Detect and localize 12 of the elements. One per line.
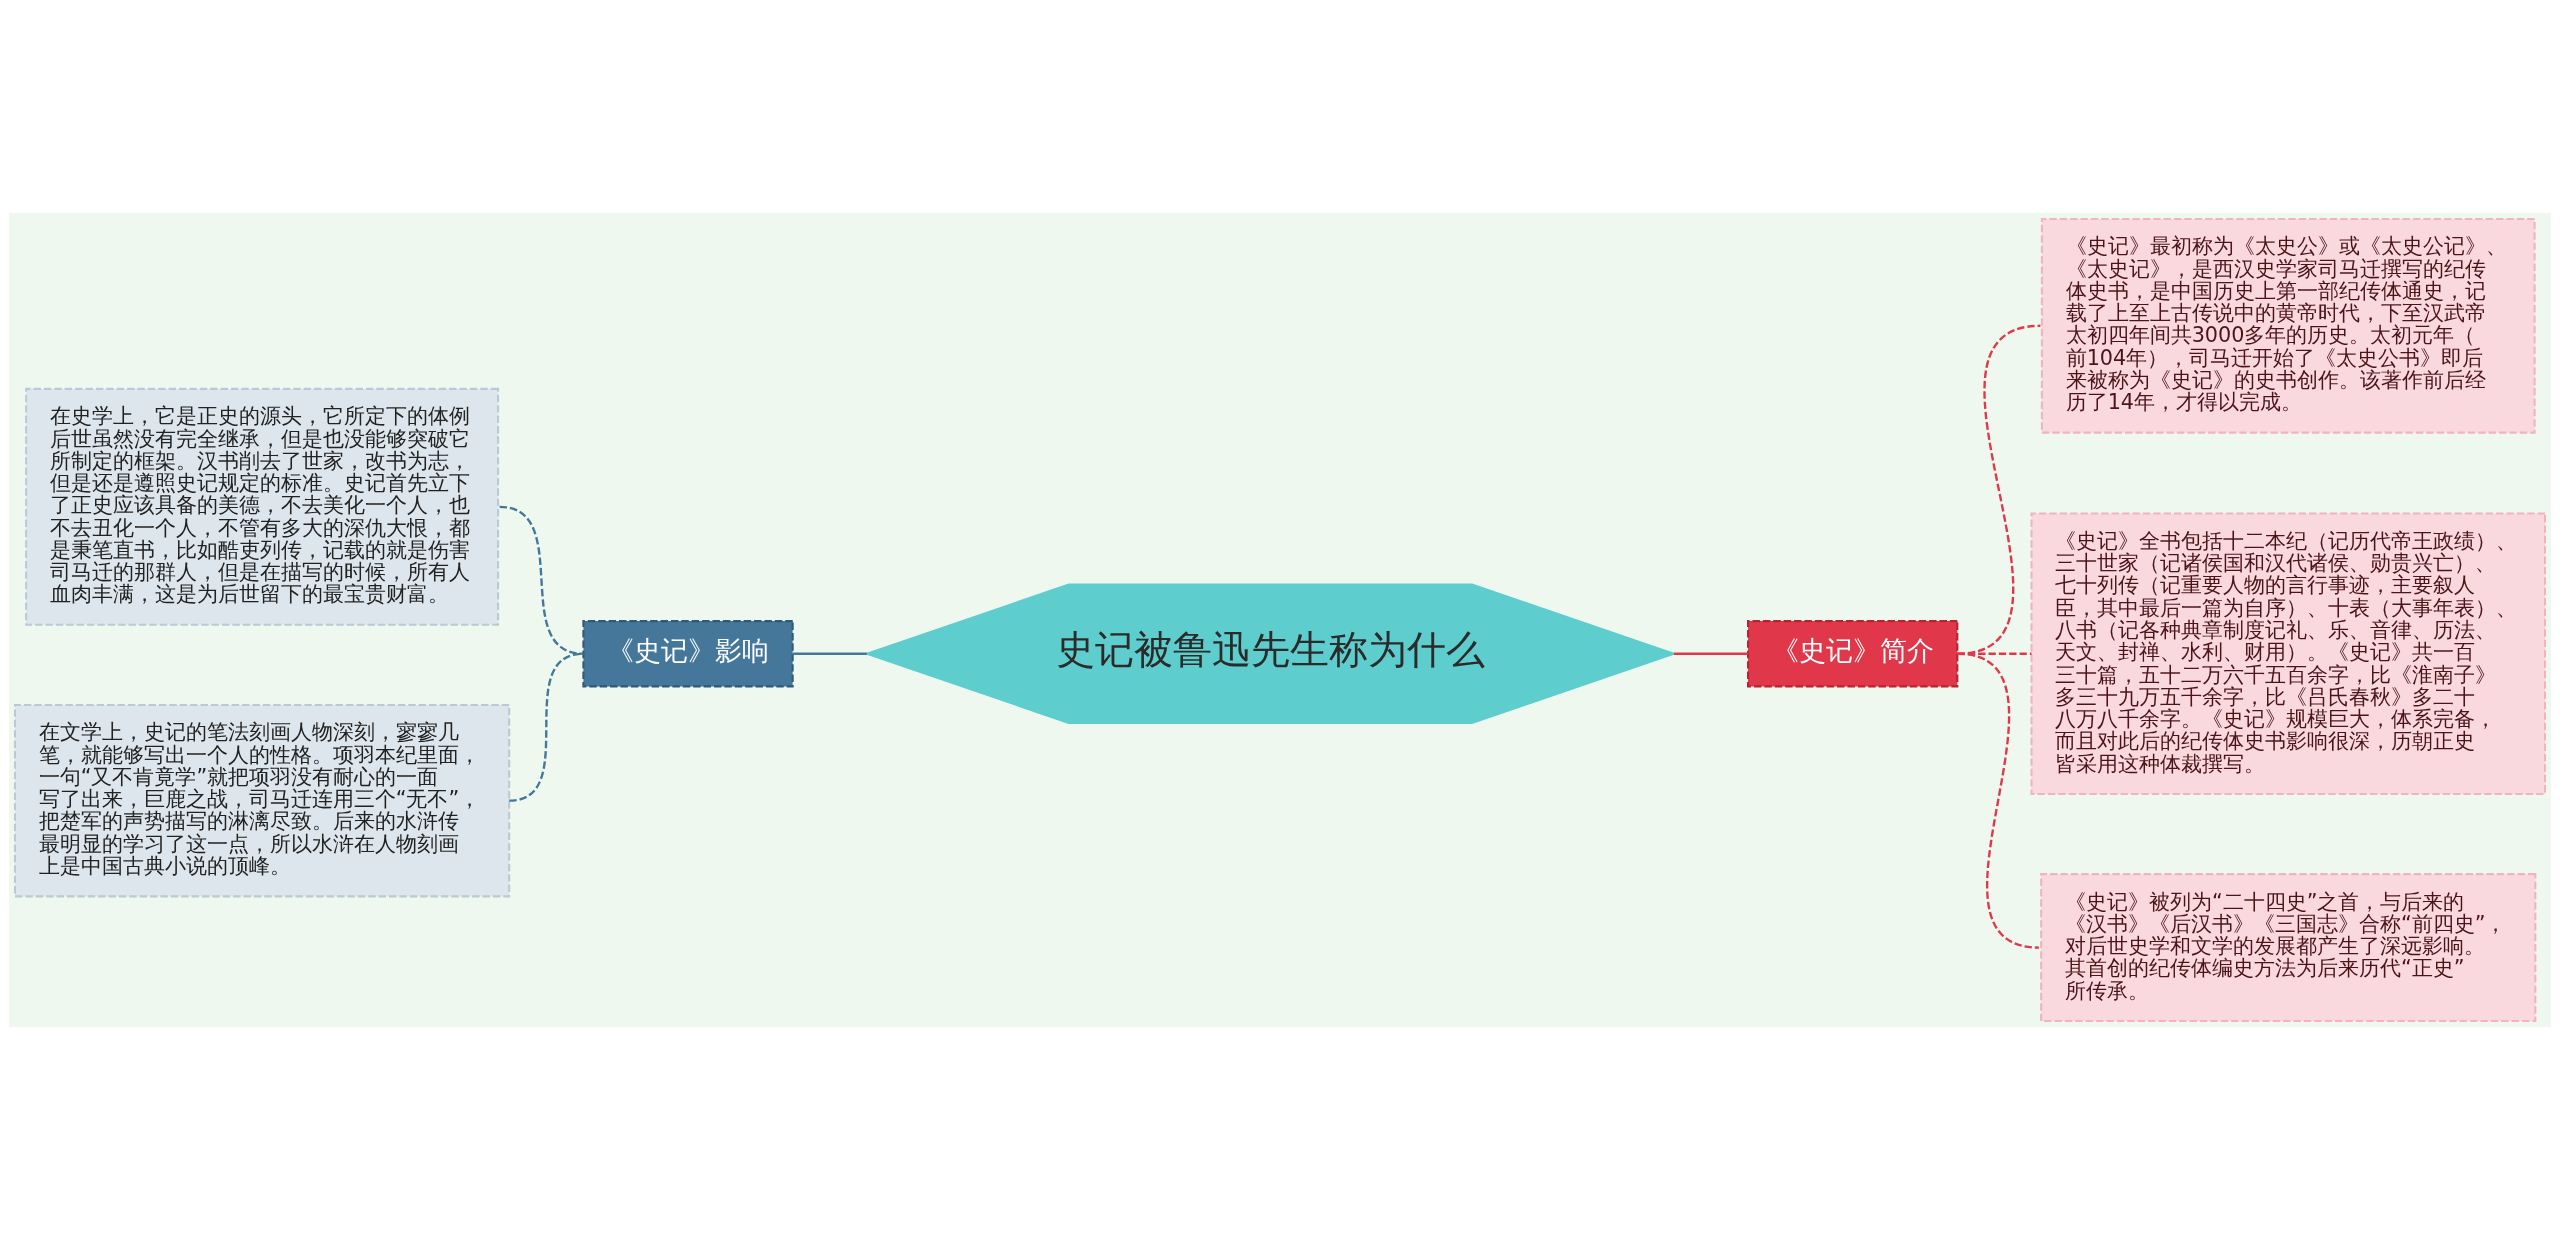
node-box: 《史记》影响 — [582, 619, 794, 687]
node-box: 《史记》被列为“二十四史”之首，与后来的《汉书》《后汉书》《三国志》合称“前四史”，对后世史学和文学的发展都产生了深远影响。其首创的纪传体编史方法为后来历代“正史”所传承。 — [2040, 872, 2537, 1022]
node-box: 《史记》全书包括十二本纪（记历代帝王政绩）、三十世家（记诸侯国和汉代诸侯、勋贵兴亡）、七十列传（记重要人物的言行事迹，主要叙人臣，其中最后一篇为自序）、十表（大事年表）、八书（记各种典章制度记礼、乐、音律、历法、天文、封禅、水利、财用）。《史记》共一百三十篇，五十二万六千五百余字，比《淮南子》多三十九万五千余字，比《吕氏春秋》多二十八万八千余字。《史记》规模巨大，体系完备，而且对此后的纪传体史书影响很深，历朝正史皆采用这种体裁撰写。 — [2030, 511, 2547, 795]
connector — [499, 505, 584, 655]
connector — [1673, 652, 1749, 655]
node-box: 在文学上，史记的笔法刻画人物深刻，寥寥几笔，就能够写出一个人的性格。项羽本纪里面，一句“又不肯竟学”就把项羽没有耐心的一面写了出来，巨鹿之战，司马迁连用三个“无不”，把楚军的声势描写的淋漓尽致。后来的水浒传最明显的学习了这一点，所以水浒在人物刻画上是中国古典小说的顶峰。 — [13, 703, 511, 897]
connector — [1957, 652, 2040, 949]
connector — [1957, 324, 2041, 655]
node-box: 《史记》最初称为《太史公》或《太史公记》、《太史记》，是西汉史学家司马迁撰写的纪传体史书，是中国历史上第一部纪传体通史，记载了上至上古传说中的黄帝时代，下至汉武帝太初四年间共3000多年的历史。太初元年（前104年），司马迁开始了《太史公书》即后来被称为《史记》的史书创作。该著作前后经历了14年，才得以完成。 — [2040, 217, 2536, 434]
connector — [792, 652, 867, 655]
node-box: 在史学上，它是正史的源头，它所定下的体例后世虽然没有完全继承，但是也没能够突破它所制定的框架。汉书削去了世家，改书为志，但是还是遵照史记规定的标准。史记首先立下了正史应该具备的美德，不去美化一个人，也不去丑化一个人，不管有多大的深仇大恨，都是秉笔直书，比如酷吏列传，记载的就是伤害司马迁的那群人，但是在描写的时候，所有人血肉丰满，这是为后世留下的最宝贵财富。 — [25, 387, 500, 626]
node-box: 《史记》简介 — [1747, 619, 1959, 687]
